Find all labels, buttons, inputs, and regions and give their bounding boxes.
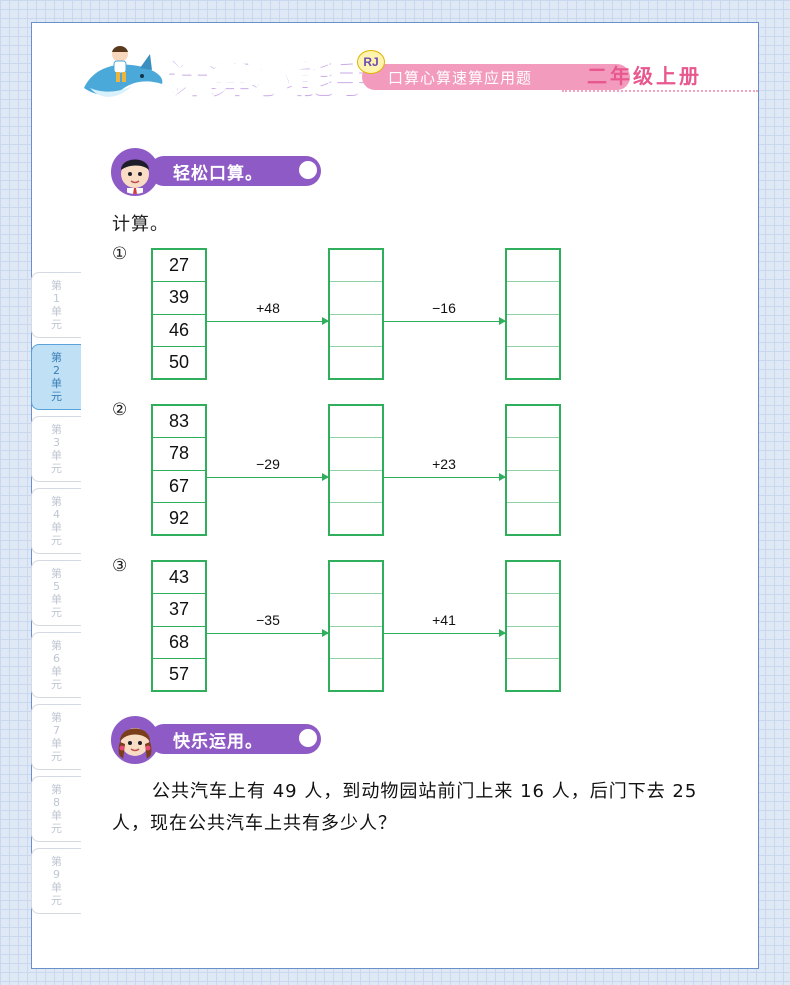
start-number: 68 <box>153 627 205 659</box>
answer-cell[interactable] <box>507 438 559 471</box>
answer-cell[interactable] <box>330 250 382 283</box>
exercise-1-label: ① <box>112 244 128 264</box>
section-title-bar: 快乐运用。 <box>149 724 321 754</box>
exercise-3-start-column: 43 37 68 57 <box>151 560 207 692</box>
start-number: 57 <box>168 663 190 684</box>
dot-icon <box>299 729 317 747</box>
exercise-2-label: ② <box>112 400 128 420</box>
subtitle-pill: 口算心算速算应用题 <box>362 64 630 90</box>
exercise-2-start-column: 83 78 67 92 <box>151 404 207 536</box>
unit-tab-1[interactable]: 第 1 单 元 <box>31 272 81 338</box>
answer-cell[interactable] <box>507 503 559 534</box>
arrow-icon <box>384 629 506 637</box>
answer-cell[interactable] <box>330 503 382 534</box>
arrow-icon <box>207 629 329 637</box>
answer-cell[interactable] <box>507 347 559 378</box>
answer-cell[interactable] <box>507 627 559 659</box>
answer-cell[interactable] <box>507 594 559 627</box>
exercise-1-middle-column <box>328 248 384 380</box>
exercise-2-result-column <box>505 404 561 536</box>
word-problem-text: 公共汽车上有 49 人，到动物园站前门上来 16 人，后门下去 25 人，现在公… <box>112 781 698 834</box>
unit-tab-4[interactable]: 第 4 单 元 <box>31 488 81 554</box>
dot-icon <box>299 161 317 179</box>
page-header: 计算小能手 口算心算速算应用题 RJ 二年级上册 <box>72 38 762 108</box>
exercise-2-middle-column <box>328 404 384 536</box>
answer-cell[interactable] <box>507 250 559 283</box>
start-number: 67 <box>153 471 205 503</box>
answer-cell[interactable] <box>330 659 382 690</box>
answer-cell[interactable] <box>330 627 382 659</box>
series-logo-text: 计算小能手 <box>167 53 378 101</box>
answer-cell[interactable] <box>507 406 559 439</box>
answer-cell[interactable] <box>330 438 382 471</box>
unit-tab-3[interactable]: 第 3 单 元 <box>31 416 81 482</box>
exercise-1-operation-2: −16 <box>432 300 456 316</box>
exercise-1-start-column: 27 39 46 50 <box>151 248 207 380</box>
start-number: 83 <box>153 406 205 439</box>
answer-cell[interactable] <box>507 471 559 503</box>
exercise-2-operation-1: −29 <box>256 456 280 472</box>
section-title-bar: 轻松口算。 <box>149 156 321 186</box>
answer-cell[interactable] <box>330 594 382 627</box>
boy-avatar-icon <box>111 148 159 196</box>
unit-tab-6[interactable]: 第 6 单 元 <box>31 632 81 698</box>
start-number: 39 <box>153 282 205 315</box>
answer-cell[interactable] <box>330 471 382 503</box>
start-number: 78 <box>153 438 205 471</box>
start-number: 50 <box>168 351 190 372</box>
unit-tab-8[interactable]: 第 8 单 元 <box>31 776 81 842</box>
start-number: 37 <box>153 594 205 627</box>
exercise-3-label: ③ <box>112 556 128 576</box>
instruction-text: 计算。 <box>112 214 169 235</box>
answer-cell[interactable] <box>330 315 382 347</box>
start-number: 46 <box>153 315 205 347</box>
grade-label: 二年级上册 <box>587 64 702 88</box>
exercise-1-operation-1: +48 <box>256 300 280 316</box>
section-title: 快乐运用。 <box>173 731 263 752</box>
answer-cell[interactable] <box>330 347 382 378</box>
exercise-3-middle-column <box>328 560 384 692</box>
header-divider <box>562 90 758 92</box>
dolphin-boy-mascot-icon <box>84 46 163 97</box>
arrow-icon <box>207 317 329 325</box>
unit-tab-7[interactable]: 第 7 单 元 <box>31 704 81 770</box>
exercise-1-result-column <box>505 248 561 380</box>
unit-tab-9[interactable]: 第 9 单 元 <box>31 848 81 914</box>
answer-cell[interactable] <box>507 282 559 315</box>
answer-cell[interactable] <box>330 406 382 439</box>
section-title: 轻松口算。 <box>173 163 263 184</box>
girl-avatar-icon <box>111 716 159 764</box>
start-number: 43 <box>153 562 205 595</box>
answer-cell[interactable] <box>507 315 559 347</box>
start-number: 92 <box>168 507 190 528</box>
arrow-icon <box>384 473 506 481</box>
answer-cell[interactable] <box>507 562 559 595</box>
arrow-icon <box>207 473 329 481</box>
exercise-3-operation-2: +41 <box>432 612 456 628</box>
answer-cell[interactable] <box>330 282 382 315</box>
answer-cell[interactable] <box>330 562 382 595</box>
edition-badge: RJ <box>357 50 385 74</box>
start-number: 27 <box>153 250 205 283</box>
exercise-3-result-column <box>505 560 561 692</box>
answer-cell[interactable] <box>507 659 559 690</box>
unit-tab-2[interactable]: 第 2 单 元 <box>31 344 81 410</box>
exercise-3-operation-1: −35 <box>256 612 280 628</box>
exercise-2-operation-2: +23 <box>432 456 456 472</box>
unit-tab-5[interactable]: 第 5 单 元 <box>31 560 81 626</box>
arrow-icon <box>384 317 506 325</box>
